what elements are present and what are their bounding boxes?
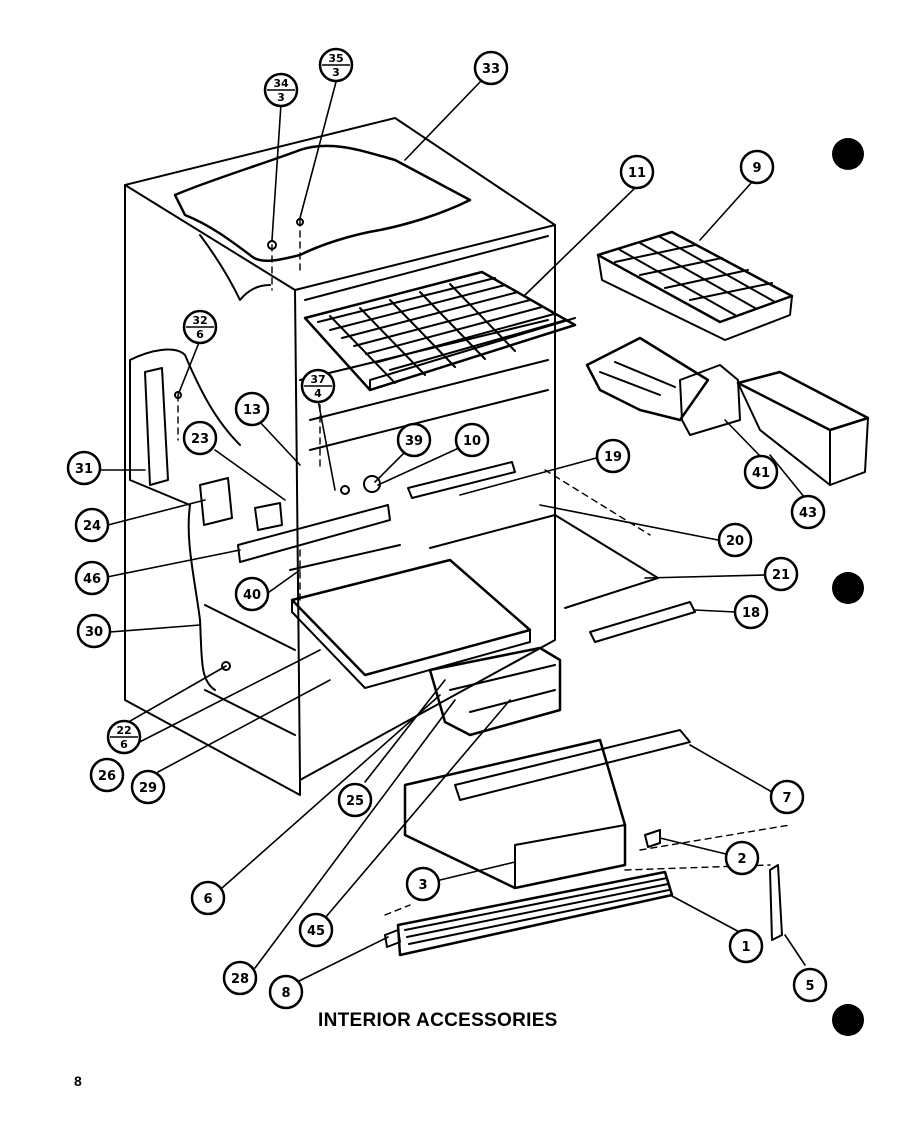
callout-11: 11 bbox=[619, 154, 655, 190]
svg-text:35: 35 bbox=[328, 52, 343, 65]
svg-text:6: 6 bbox=[203, 892, 212, 907]
svg-text:6: 6 bbox=[120, 738, 128, 751]
svg-text:24: 24 bbox=[83, 519, 101, 534]
callout-25: 25 bbox=[337, 782, 373, 818]
callout-30: 30 bbox=[76, 613, 112, 649]
svg-text:1: 1 bbox=[741, 940, 750, 955]
callout-45: 45 bbox=[298, 912, 334, 948]
callout-24: 24 bbox=[74, 507, 110, 543]
callout-40: 40 bbox=[234, 576, 270, 612]
svg-text:3: 3 bbox=[332, 66, 340, 79]
svg-text:5: 5 bbox=[805, 979, 814, 994]
svg-text:34: 34 bbox=[273, 77, 289, 90]
callout-20: 20 bbox=[717, 522, 753, 558]
freezer-wire-shelf bbox=[303, 270, 577, 392]
svg-text:30: 30 bbox=[85, 625, 103, 640]
svg-text:13: 13 bbox=[243, 403, 261, 418]
callout-46: 46 bbox=[74, 560, 110, 596]
svg-text:29: 29 bbox=[139, 781, 157, 796]
toe-grille bbox=[396, 870, 674, 957]
glass-shelf bbox=[290, 558, 532, 689]
ice-cube-tray bbox=[596, 230, 794, 341]
ice-bucket bbox=[736, 370, 870, 486]
svg-text:6: 6 bbox=[196, 328, 204, 341]
callout-21: 21 bbox=[763, 556, 799, 592]
callout-39: 39 bbox=[396, 422, 432, 458]
side-trim bbox=[144, 367, 169, 486]
callout-18: 18 bbox=[733, 594, 769, 630]
callout-33: 33 bbox=[473, 50, 509, 86]
callout-32-6: 32 6 bbox=[182, 309, 218, 345]
callout-37-4: 37 4 bbox=[300, 368, 336, 404]
diagram-caption: INTERIOR ACCESSORIES bbox=[318, 1010, 558, 1031]
svg-text:32: 32 bbox=[192, 314, 207, 327]
svg-text:20: 20 bbox=[726, 534, 744, 549]
svg-text:28: 28 bbox=[231, 972, 249, 987]
svg-text:2: 2 bbox=[737, 852, 746, 867]
callout-1: 1 bbox=[728, 928, 764, 964]
svg-text:23: 23 bbox=[191, 432, 209, 447]
callout-28: 28 bbox=[222, 960, 258, 996]
svg-text:26: 26 bbox=[98, 769, 116, 784]
callout-8: 8 bbox=[268, 974, 304, 1010]
svg-text:18: 18 bbox=[742, 606, 760, 621]
svg-text:3: 3 bbox=[277, 91, 285, 104]
svg-text:39: 39 bbox=[405, 434, 423, 449]
callout-22-6: 22 6 bbox=[106, 719, 142, 755]
svg-text:31: 31 bbox=[75, 462, 93, 477]
callout-19: 19 bbox=[595, 438, 631, 474]
svg-text:7: 7 bbox=[782, 791, 791, 806]
svg-text:46: 46 bbox=[83, 572, 101, 587]
shelf-rails bbox=[237, 461, 696, 643]
callout-41: 41 bbox=[743, 454, 779, 490]
svg-text:25: 25 bbox=[346, 794, 364, 809]
callout-7: 7 bbox=[769, 779, 805, 815]
reference-lines bbox=[177, 219, 791, 916]
svg-text:41: 41 bbox=[752, 466, 770, 481]
callout-31: 31 bbox=[66, 450, 102, 486]
leveling-bracket bbox=[769, 864, 783, 941]
callout-10: 10 bbox=[454, 422, 490, 458]
svg-text:8: 8 bbox=[281, 986, 290, 1001]
callout-3: 3 bbox=[405, 866, 441, 902]
crisper-drawer bbox=[403, 729, 691, 890]
svg-text:37: 37 bbox=[310, 373, 325, 386]
callout-35-3: 35 3 bbox=[318, 47, 354, 83]
callout-5: 5 bbox=[792, 967, 828, 1003]
callout-34-3: 34 3 bbox=[263, 72, 299, 108]
callout-13: 13 bbox=[234, 391, 270, 427]
page-number: 8 bbox=[74, 1073, 82, 1089]
refrigerator-cabinet bbox=[124, 117, 556, 796]
svg-text:40: 40 bbox=[243, 588, 261, 603]
svg-text:11: 11 bbox=[628, 166, 646, 181]
callout-29: 29 bbox=[130, 769, 166, 805]
callout-43: 43 bbox=[790, 494, 826, 530]
svg-text:21: 21 bbox=[772, 568, 790, 583]
callout-2: 2 bbox=[724, 840, 760, 876]
svg-text:22: 22 bbox=[116, 724, 131, 737]
svg-text:9: 9 bbox=[752, 161, 761, 176]
fasteners bbox=[174, 218, 661, 948]
leader-lines bbox=[99, 81, 806, 984]
svg-text:43: 43 bbox=[799, 506, 817, 521]
callout-26: 26 bbox=[89, 757, 125, 793]
callout-23: 23 bbox=[182, 420, 218, 456]
svg-text:4: 4 bbox=[314, 387, 322, 400]
ice-maker bbox=[585, 336, 741, 436]
light-switch bbox=[199, 477, 283, 531]
svg-text:45: 45 bbox=[307, 924, 325, 939]
svg-text:19: 19 bbox=[604, 450, 622, 465]
binder-holes bbox=[832, 138, 864, 1036]
callout-6: 6 bbox=[190, 880, 226, 916]
svg-text:33: 33 bbox=[482, 62, 500, 77]
svg-text:3: 3 bbox=[418, 878, 427, 893]
meat-keeper-drawer bbox=[428, 646, 562, 737]
callout-9: 9 bbox=[739, 149, 775, 185]
svg-text:10: 10 bbox=[463, 434, 481, 449]
